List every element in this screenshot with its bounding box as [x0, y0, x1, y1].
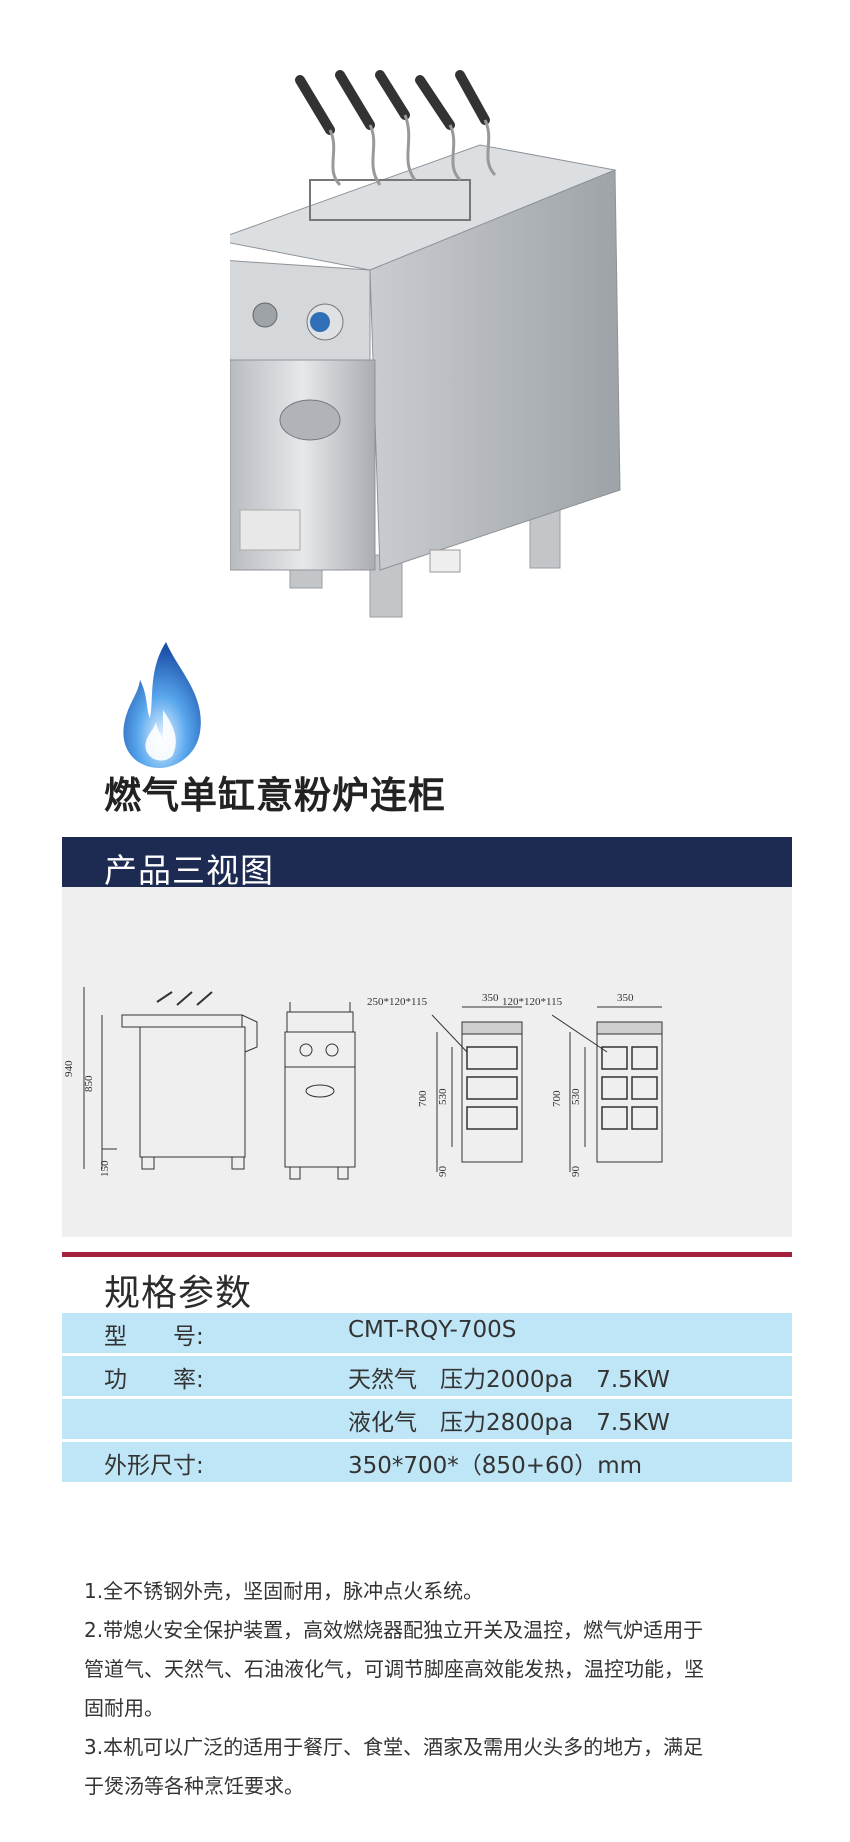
feature-line: 固耐用。	[84, 1696, 164, 1720]
flame-icon	[123, 642, 201, 768]
section-divider	[62, 1252, 792, 1257]
feature-line: 管道气、天然气、石油液化气，可调节脚座高效能发热，温控功能，坚	[84, 1657, 704, 1681]
top-view-2-drawing: 120*120*115 350 700 530 90	[502, 992, 663, 1178]
feature-line: 1.全不锈钢外壳，坚固耐用，脉冲点火系统。	[84, 1579, 484, 1603]
top-view-1-dim-90: 90	[437, 1166, 449, 1178]
spec-value: 液化气 压力2800pa 7.5KW	[348, 1410, 670, 1436]
three-view-drawing-panel	[62, 887, 792, 1237]
spec-label: 型 号:	[104, 1324, 204, 1350]
spec-label: 外形尺寸:	[104, 1453, 204, 1479]
top-view-1-basket-spec: 250*120*115	[367, 996, 428, 1008]
specs-section-title: 规格参数	[104, 1273, 253, 1314]
spec-value: 350*700*（850+60）mm	[348, 1453, 643, 1479]
feature-line: 3.本机可以广泛的适用于餐厅、食堂、酒家及需用火头多的地方，满足	[84, 1735, 704, 1759]
spec-row-dimensions: 外形尺寸: 350*700*（850+60）mm	[62, 1442, 792, 1482]
spec-row-model: 型 号: CMT-RQY-700S	[62, 1313, 792, 1353]
product-title: 燃气单缸意粉炉连柜	[104, 774, 446, 817]
side-dim-940: 940	[63, 1060, 75, 1077]
product-photo	[230, 70, 621, 618]
side-view-drawing: 940 850 150	[63, 987, 258, 1177]
top-view-2-dim-90: 90	[570, 1166, 582, 1178]
spec-value: 天然气 压力2000pa 7.5KW	[348, 1367, 670, 1393]
side-dim-850: 850	[83, 1075, 95, 1092]
top-view-2-dim-700: 700	[551, 1090, 563, 1107]
top-view-1-width: 350	[482, 992, 499, 1004]
top-view-1-drawing: 250*120*115 350 700 530 90	[367, 992, 523, 1178]
feature-line: 于煲汤等各种烹饪要求。	[84, 1774, 304, 1798]
top-view-2-width: 350	[617, 992, 634, 1004]
views-section-title: 产品三视图	[104, 851, 274, 890]
three-view-drawing: 940 850 150 250*120*115 350 700 530 90	[63, 987, 663, 1180]
spec-row-power-ng: 功 率: 天然气 压力2000pa 7.5KW	[62, 1356, 792, 1396]
top-view-1-dim-700: 700	[417, 1090, 429, 1107]
top-view-2-dim-530: 530	[570, 1088, 582, 1105]
top-view-2-basket-spec: 120*120*115	[502, 996, 563, 1008]
spec-value: CMT-RQY-700S	[348, 1317, 517, 1343]
side-dim-150: 150	[99, 1160, 111, 1177]
views-section-header	[62, 837, 792, 887]
top-view-1-dim-530: 530	[437, 1088, 449, 1105]
feature-line: 2.带熄火安全保护装置，高效燃烧器配独立开关及温控，燃气炉适用于	[84, 1618, 704, 1642]
spec-label: 功 率:	[104, 1367, 204, 1393]
spec-row-power-lpg: 液化气 压力2800pa 7.5KW	[62, 1399, 792, 1439]
front-view-drawing	[284, 1002, 356, 1180]
